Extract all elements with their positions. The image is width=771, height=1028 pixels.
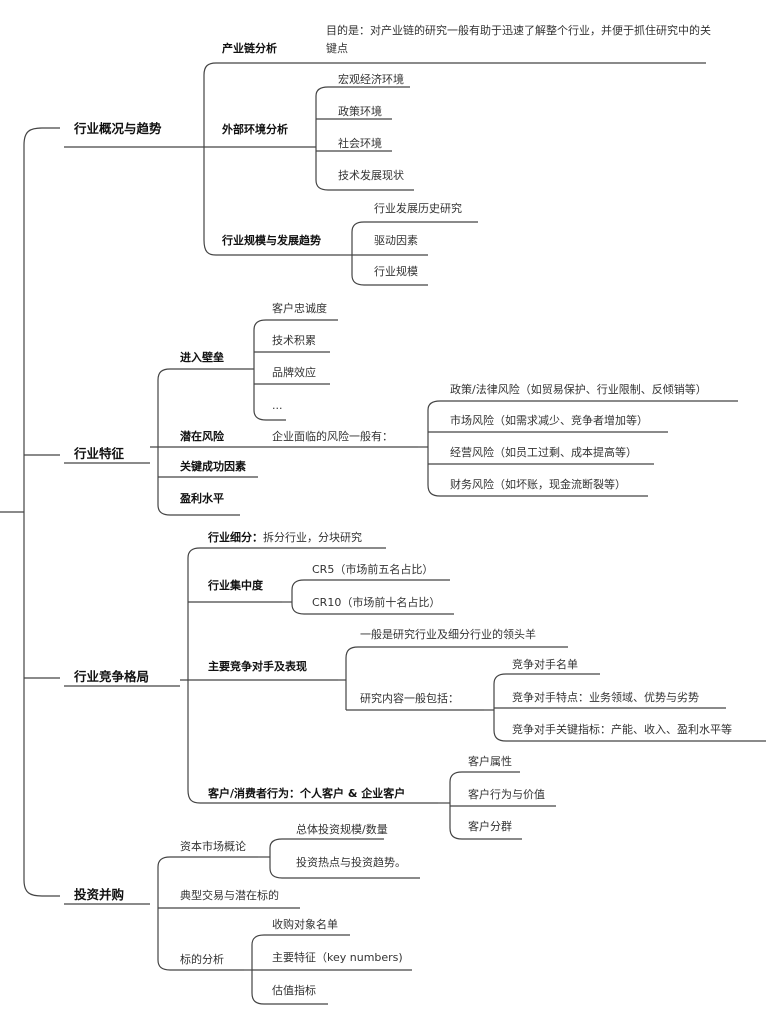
node-entry-barriers: 进入壁垒 [180,351,224,364]
leaf-competitor-metrics: 竞争对手关键指标：产能、收入、盈利水平等 [512,723,732,736]
node-target-analysis: 标的分析 [180,953,224,966]
segmentation-label: 行业细分： [208,531,263,544]
leaf-policy-environment: 政策环境 [338,105,382,118]
node-key-success-factors: 关键成功因素 [180,460,246,473]
node-industry-features: 行业特征 [74,446,125,461]
leaf-industry-scale: 行业规模 [374,265,418,278]
competitors-content-label: 研究内容一般包括： [360,692,459,705]
leaf-operating-risk: 经营风险（如员工过剩、成本提高等） [450,446,637,459]
node-segmentation: 行业细分：拆分行业，分块研究 [208,531,362,545]
node-potential-risks: 潜在风险 [180,430,224,443]
node-main-competitors: 主要竞争对手及表现 [208,660,307,673]
leaf-financial-risk: 财务风险（如坏账，现金流断裂等） [450,478,626,491]
leaf-social-environment: 社会环境 [338,137,382,150]
leaf-valuation-metrics: 估值指标 [272,984,316,997]
leaf-market-risk: 市场风险（如需求减少、竞争者增加等） [450,414,648,427]
node-customer-behavior: 客户/消费者行为：个人客户 & 企业客户 [208,787,406,800]
node-industry-chain: 产业链分析 [222,42,277,55]
leaf-cr10: CR10（市场前十名占比） [312,596,441,609]
node-investment-ma: 投资并购 [74,887,125,902]
competitors-note: 一般是研究行业及细分行业的领头羊 [360,628,536,641]
industry-chain-note: 目的是：对产业链的研究一般有助于迅速了解整个行业，并便于抓住研究中的关键点 [326,24,711,55]
leaf-competitor-list: 竞争对手名单 [512,658,578,671]
leaf-customer-attributes: 客户属性 [468,755,512,768]
leaf-tech-accumulation: 技术积累 [272,334,316,347]
leaf-competitor-features: 竞争对手特点：业务领域、优势与劣势 [512,691,699,704]
node-profit-level: 盈利水平 [180,492,224,505]
leaf-acquisition-list: 收购对象名单 [272,918,338,931]
leaf-customer-segments: 客户分群 [468,820,512,833]
leaf-policy-legal-risk: 政策/法律风险（如贸易保护、行业限制、反倾销等） [450,383,707,396]
leaf-drivers: 驱动因素 [374,234,418,247]
leaf-ellipsis: ... [272,399,283,412]
leaf-customer-loyalty: 客户忠诚度 [272,302,327,315]
leaf-brand-effect: 品牌效应 [272,366,316,379]
node-competitive-landscape: 行业竞争格局 [74,669,150,684]
leaf-key-numbers: 主要特征（key numbers) [272,951,403,964]
node-industry-overview: 行业概况与趋势 [74,121,162,136]
leaf-macro-economy: 宏观经济环境 [338,73,404,86]
leaf-customer-value: 客户行为与价值 [468,788,545,801]
node-concentration: 行业集中度 [208,579,263,592]
leaf-history-research: 行业发展历史研究 [374,202,462,215]
leaf-overall-scale: 总体投资规模/数量 [296,823,388,836]
segmentation-note: 拆分行业，分块研究 [263,531,362,544]
leaf-technology-status: 技术发展现状 [338,169,404,182]
node-capital-market: 资本市场概论 [180,840,246,853]
node-external-environment: 外部环境分析 [222,123,288,136]
risks-intro: 企业面临的风险一般有： [272,430,393,443]
node-typical-deals: 典型交易与潜在标的 [180,889,279,902]
leaf-hotspots-trends: 投资热点与投资趋势。 [296,856,406,869]
leaf-cr5: CR5（市场前五名占比） [312,563,434,576]
node-scale-trend: 行业规模与发展趋势 [222,234,321,247]
